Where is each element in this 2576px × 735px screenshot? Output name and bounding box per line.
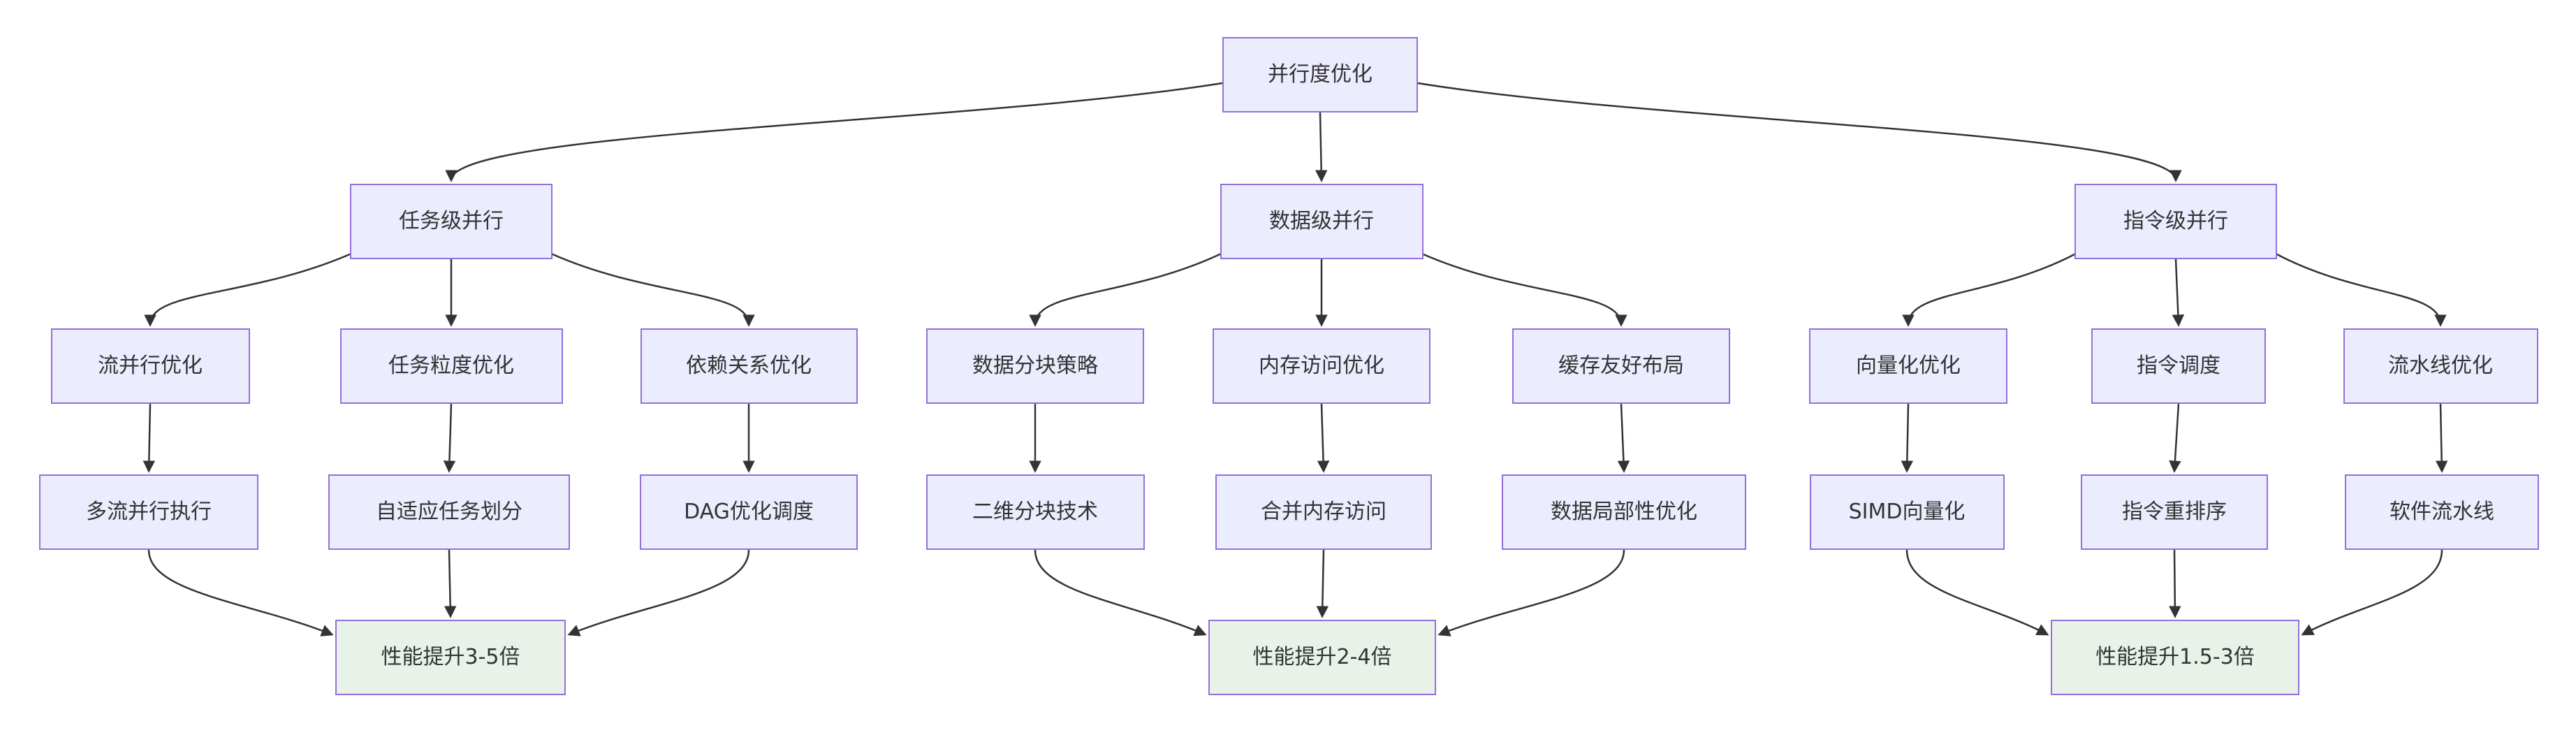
edge-task-granularity-optimization-to-adaptive-task-partitioning [443,403,456,473]
edge-data-level-parallelism-to-data-blocking-strategy [1029,252,1222,327]
edge-vectorization-optimization-to-simd-vectorization [1901,403,1914,473]
node-memory-access-optimization: 内存访问优化 [1213,328,1430,404]
node-label: 自适应任务划分 [376,500,522,524]
node-task-level-parallelism: 任务级并行 [350,184,552,259]
node-label: 数据级并行 [1269,209,1374,233]
node-data-blocking-strategy: 数据分块策略 [926,328,1144,404]
edge-parallelism-optimization-to-task-level-parallelism [445,82,1223,182]
node-perf-gain-2-4x: 性能提升2-4倍 [1208,620,1436,695]
node-label: 性能提升1.5-3倍 [2095,645,2255,669]
node-parallelism-optimization: 并行度优化 [1222,37,1418,112]
node-task-granularity-optimization: 任务粒度优化 [339,328,563,404]
edge-instruction-reordering-to-perf-gain-1.5-3x [2169,549,2181,618]
edge-2d-blocking-technique-to-perf-gain-2-4x [1034,549,1207,636]
node-perf-gain-3-5x: 性能提升3-5倍 [335,620,566,695]
node-instruction-reordering: 指令重排序 [2081,474,2268,550]
node-label: 流并行优化 [98,354,203,378]
node-label: 数据局部性优化 [1551,500,1697,524]
edge-software-pipelining-to-perf-gain-1.5-3x [2301,549,2443,636]
edge-parallelism-optimization-to-instruction-level-parallelism [1417,82,2182,182]
node-stream-parallel-optimization: 流并行优化 [50,328,250,404]
node-label: 二维分块技术 [972,500,1098,524]
edge-pipeline-optimization-to-software-pipelining [2435,403,2448,473]
node-label: 性能提升2-4倍 [1252,645,1392,669]
node-label: 任务级并行 [399,209,504,233]
edge-instruction-level-parallelism-to-pipeline-optimization [2275,252,2447,327]
node-label: 缓存友好布局 [1558,354,1684,378]
node-label: 指令级并行 [2123,209,2228,233]
node-vectorization-optimization: 向量化优化 [1809,328,2007,404]
node-label: 依赖关系优化 [686,354,812,378]
node-perf-gain-1.5-3x: 性能提升1.5-3倍 [2051,620,2299,695]
node-software-pipelining: 软件流水线 [2345,474,2539,550]
node-label: 软件流水线 [2390,500,2494,524]
edge-task-level-parallelism-to-dependency-optimization [550,252,755,327]
node-label: 性能提升3-5倍 [381,645,520,669]
node-label: 向量化优化 [1856,354,1961,378]
node-simd-vectorization: SIMD向量化 [1809,474,2005,550]
edge-adaptive-task-partitioning-to-perf-gain-3-5x [444,549,457,618]
edge-dag-optimized-scheduling-to-perf-gain-3-5x [567,549,750,636]
node-coalesced-memory-access: 合并内存访问 [1215,474,1432,550]
node-adaptive-task-partitioning: 自适应任务划分 [328,474,570,550]
node-dag-optimized-scheduling: DAG优化调度 [640,474,858,550]
node-label: 数据分块策略 [972,354,1098,378]
edge-parallelism-optimization-to-data-level-parallelism [1315,112,1328,182]
edge-stream-parallel-optimization-to-multi-stream-execution [142,403,156,473]
node-label: 指令重排序 [2122,500,2227,524]
edge-memory-access-optimization-to-coalesced-memory-access [1317,403,1330,473]
node-instruction-scheduling: 指令调度 [2091,328,2266,404]
node-2d-blocking-technique: 二维分块技术 [925,474,1145,550]
edge-instruction-level-parallelism-to-instruction-scheduling [2172,259,2185,327]
edge-coalesced-memory-access-to-perf-gain-2-4x [1316,549,1329,618]
edge-data-level-parallelism-to-cache-friendly-layout [1421,252,1627,327]
edge-data-locality-optimization-to-perf-gain-2-4x [1437,549,1625,636]
node-label: 任务粒度优化 [388,354,514,378]
edge-instruction-level-parallelism-to-vectorization-optimization [1902,252,2077,327]
node-instruction-level-parallelism: 指令级并行 [2074,184,2277,259]
node-label: 多流并行执行 [86,500,212,524]
edge-cache-friendly-layout-to-data-locality-optimization [1617,403,1630,473]
node-label: 并行度优化 [1268,62,1373,87]
node-dependency-optimization: 依赖关系优化 [640,328,858,404]
edge-task-level-parallelism-to-stream-parallel-optimization [144,252,352,327]
node-label: 指令调度 [2137,354,2220,378]
node-label: 合并内存访问 [1261,500,1386,524]
node-cache-friendly-layout: 缓存友好布局 [1512,328,1730,404]
node-data-locality-optimization: 数据局部性优化 [1502,474,1746,550]
edge-multi-stream-execution-to-perf-gain-3-5x [147,549,334,636]
node-label: DAG优化调度 [684,500,814,524]
node-data-level-parallelism: 数据级并行 [1220,184,1424,259]
edge-instruction-scheduling-to-instruction-reordering [2169,403,2181,473]
node-label: 流水线优化 [2388,354,2493,378]
node-pipeline-optimization: 流水线优化 [2343,328,2538,404]
edge-simd-vectorization-to-perf-gain-1.5-3x [1905,549,2049,636]
node-label: SIMD向量化 [1848,500,1966,524]
node-label: 内存访问优化 [1259,354,1384,378]
node-multi-stream-execution: 多流并行执行 [39,474,258,550]
